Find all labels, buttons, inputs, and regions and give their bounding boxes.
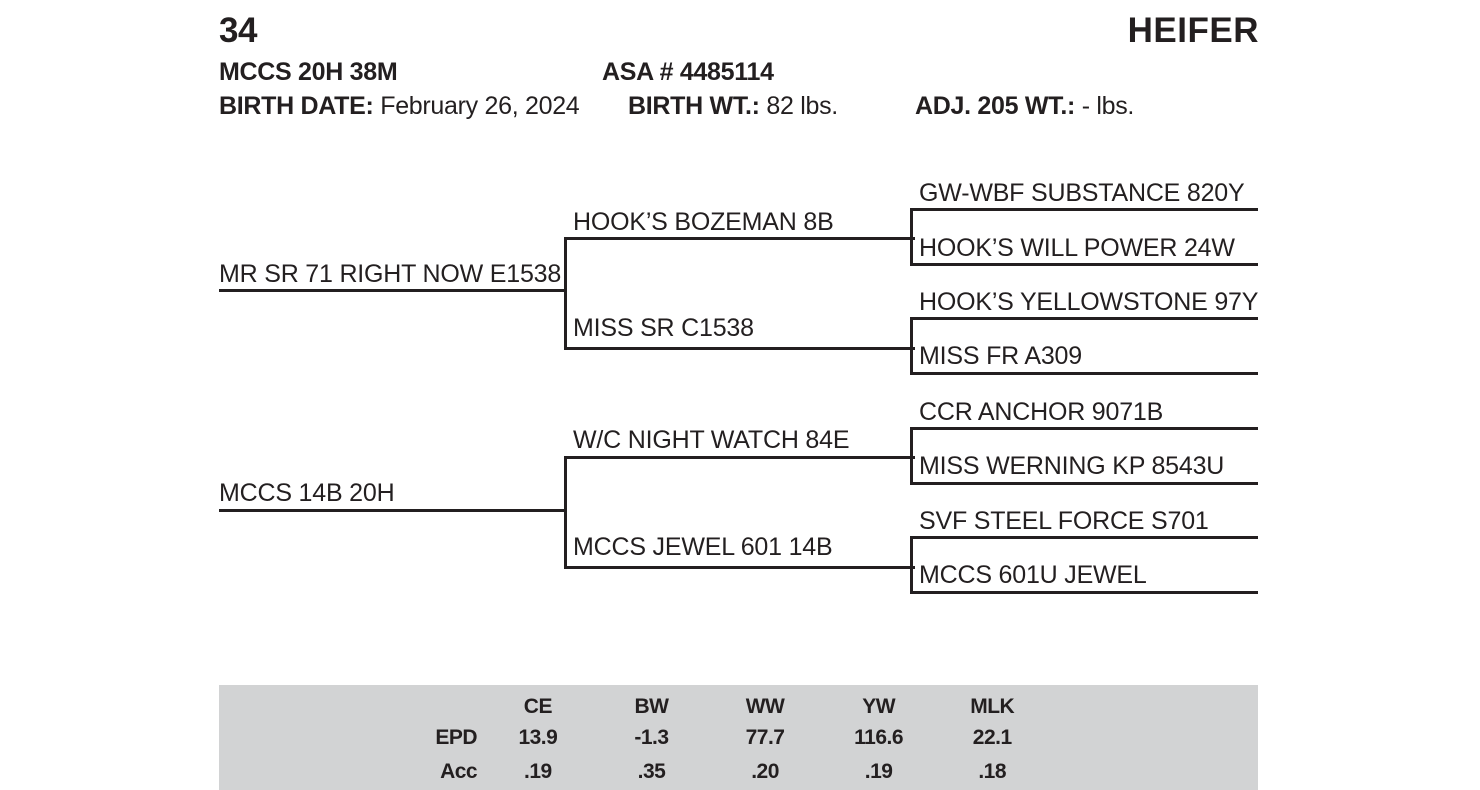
epd-row-label-acc: Acc xyxy=(440,760,478,783)
pedigree-dam-sire-dam: MISS WERNING KP 8543U xyxy=(919,452,1225,480)
epd-value-bw: -1.3 xyxy=(634,726,669,749)
epd-row-acc: Acc .19 .35 .20 .19 .18 xyxy=(219,755,1049,789)
acc-value-mlk: .18 xyxy=(978,760,1007,783)
epd-value-mlk: 22.1 xyxy=(972,726,1012,749)
epd-header-row: CE BW WW YW MLK xyxy=(219,685,1049,721)
pedigree-dam-sire-sire: CCR ANCHOR 9071B xyxy=(919,398,1164,426)
lot-number: 34 xyxy=(219,11,257,50)
header-row-stats: BIRTH DATE: February 26, 2024 BIRTH WT.:… xyxy=(219,91,1259,123)
pedigree-sire-dam-rule xyxy=(564,347,915,350)
pedigree-dam-sire-rule xyxy=(564,456,915,459)
epd-value-ww: 77.7 xyxy=(745,726,785,749)
pedigree-sire-sire: HOOK’S BOZEMAN 8B xyxy=(573,208,834,236)
epd-col-header-ce: CE xyxy=(523,695,553,718)
pedigree-dam-dam-sire-rule xyxy=(910,536,1258,539)
birth-weight-label: BIRTH WT.: xyxy=(628,92,760,120)
pedigree-sire-dam-sire-rule xyxy=(910,317,1258,320)
header-row-lot: 34 HEIFER xyxy=(219,12,1259,56)
pedigree-sire-dam-branch-connector xyxy=(910,317,913,375)
pedigree-dam-dam: MCCS JEWEL 601 14B xyxy=(573,533,833,561)
header-row-identity: MCCS 20H 38M ASA # 4485114 xyxy=(219,57,1259,89)
asa-registration-number: ASA # 4485114 xyxy=(602,58,774,86)
epd-row-label-epd: EPD xyxy=(435,726,478,749)
pedigree-sire-sire-branch-connector xyxy=(910,208,913,266)
acc-value-ww: .20 xyxy=(751,760,779,783)
adjusted-205-weight-label: ADJ. 205 WT.: xyxy=(915,92,1076,120)
adjusted-205-weight-field: ADJ. 205 WT.: - lbs. xyxy=(915,91,1134,121)
pedigree-sire-sire-dam-rule xyxy=(910,263,1258,266)
pedigree-sire-sire-sire: GW-WBF SUBSTANCE 820Y xyxy=(919,179,1245,207)
pedigree-sire-sire-dam: HOOK’S WILL POWER 24W xyxy=(919,234,1235,262)
sex-label: HEIFER xyxy=(1127,11,1259,50)
epd-table-body: CE BW WW YW MLK EPD 13.9 -1.3 77.7 116.6… xyxy=(219,685,1049,789)
pedigree-dam-dam-dam-rule xyxy=(910,591,1258,594)
pedigree-sire-dam-dam-rule xyxy=(910,372,1258,375)
epd-col-header-yw: YW xyxy=(862,695,896,718)
animal-tag-name: MCCS 20H 38M xyxy=(219,58,398,86)
epd-col-header-ww: WW xyxy=(745,695,785,718)
pedigree-dam-sire-sire-rule xyxy=(910,427,1258,430)
pedigree-dam-rule xyxy=(219,509,567,512)
adjusted-205-weight-value: - lbs. xyxy=(1081,92,1135,120)
birth-weight-value: 82 lbs. xyxy=(766,92,838,120)
epd-col-header-mlk: MLK xyxy=(970,695,1015,718)
epd-col-header-bw: BW xyxy=(634,695,669,718)
animal-header: 34 HEIFER MCCS 20H 38M ASA # 4485114 BIR… xyxy=(219,0,1259,140)
birth-weight-field: BIRTH WT.: 82 lbs. xyxy=(628,91,838,121)
epd-value-ce: 13.9 xyxy=(518,726,558,749)
pedigree-sire-dam: MISS SR C1538 xyxy=(573,314,754,342)
pedigree-sire-dam-dam: MISS FR A309 xyxy=(919,342,1082,370)
birth-date-label: BIRTH DATE: xyxy=(219,92,374,120)
pedigree-dam-dam-dam: MCCS 601U JEWEL xyxy=(919,561,1147,589)
birth-date-field: BIRTH DATE: February 26, 2024 xyxy=(219,91,580,121)
epd-table: CE BW WW YW MLK EPD 13.9 -1.3 77.7 116.6… xyxy=(219,685,1049,789)
epd-row-epd: EPD 13.9 -1.3 77.7 116.6 22.1 xyxy=(219,721,1049,755)
birth-date-value: February 26, 2024 xyxy=(380,92,580,120)
pedigree-sire-rule xyxy=(219,289,567,292)
pedigree-dam-branch-connector xyxy=(564,456,567,569)
pedigree-dam: MCCS 14B 20H xyxy=(219,479,395,507)
pedigree-dam-sire-branch-connector xyxy=(910,427,913,485)
epd-panel: CE BW WW YW MLK EPD 13.9 -1.3 77.7 116.6… xyxy=(219,685,1258,790)
acc-value-ce: .19 xyxy=(524,760,552,783)
pedigree-dam-dam-rule xyxy=(564,566,915,569)
pedigree-sire: MR SR 71 RIGHT NOW E1538 xyxy=(219,260,562,288)
pedigree-sire-branch-connector xyxy=(564,237,567,350)
pedigree-sire-dam-sire: HOOK’S YELLOWSTONE 97Y xyxy=(919,288,1259,316)
acc-value-yw: .19 xyxy=(864,760,893,783)
pedigree-dam-dam-sire: SVF STEEL FORCE S701 xyxy=(919,507,1209,535)
pedigree-sire-sire-rule xyxy=(564,237,915,240)
epd-value-yw: 116.6 xyxy=(854,726,904,749)
pedigree-sire-sire-sire-rule xyxy=(910,208,1258,211)
pedigree-dam-sire: W/C NIGHT WATCH 84E xyxy=(573,426,850,454)
acc-value-bw: .35 xyxy=(637,760,666,783)
epd-header-corner xyxy=(219,685,481,721)
pedigree-dam-dam-branch-connector xyxy=(910,536,913,594)
pedigree-dam-sire-dam-rule xyxy=(910,482,1258,485)
